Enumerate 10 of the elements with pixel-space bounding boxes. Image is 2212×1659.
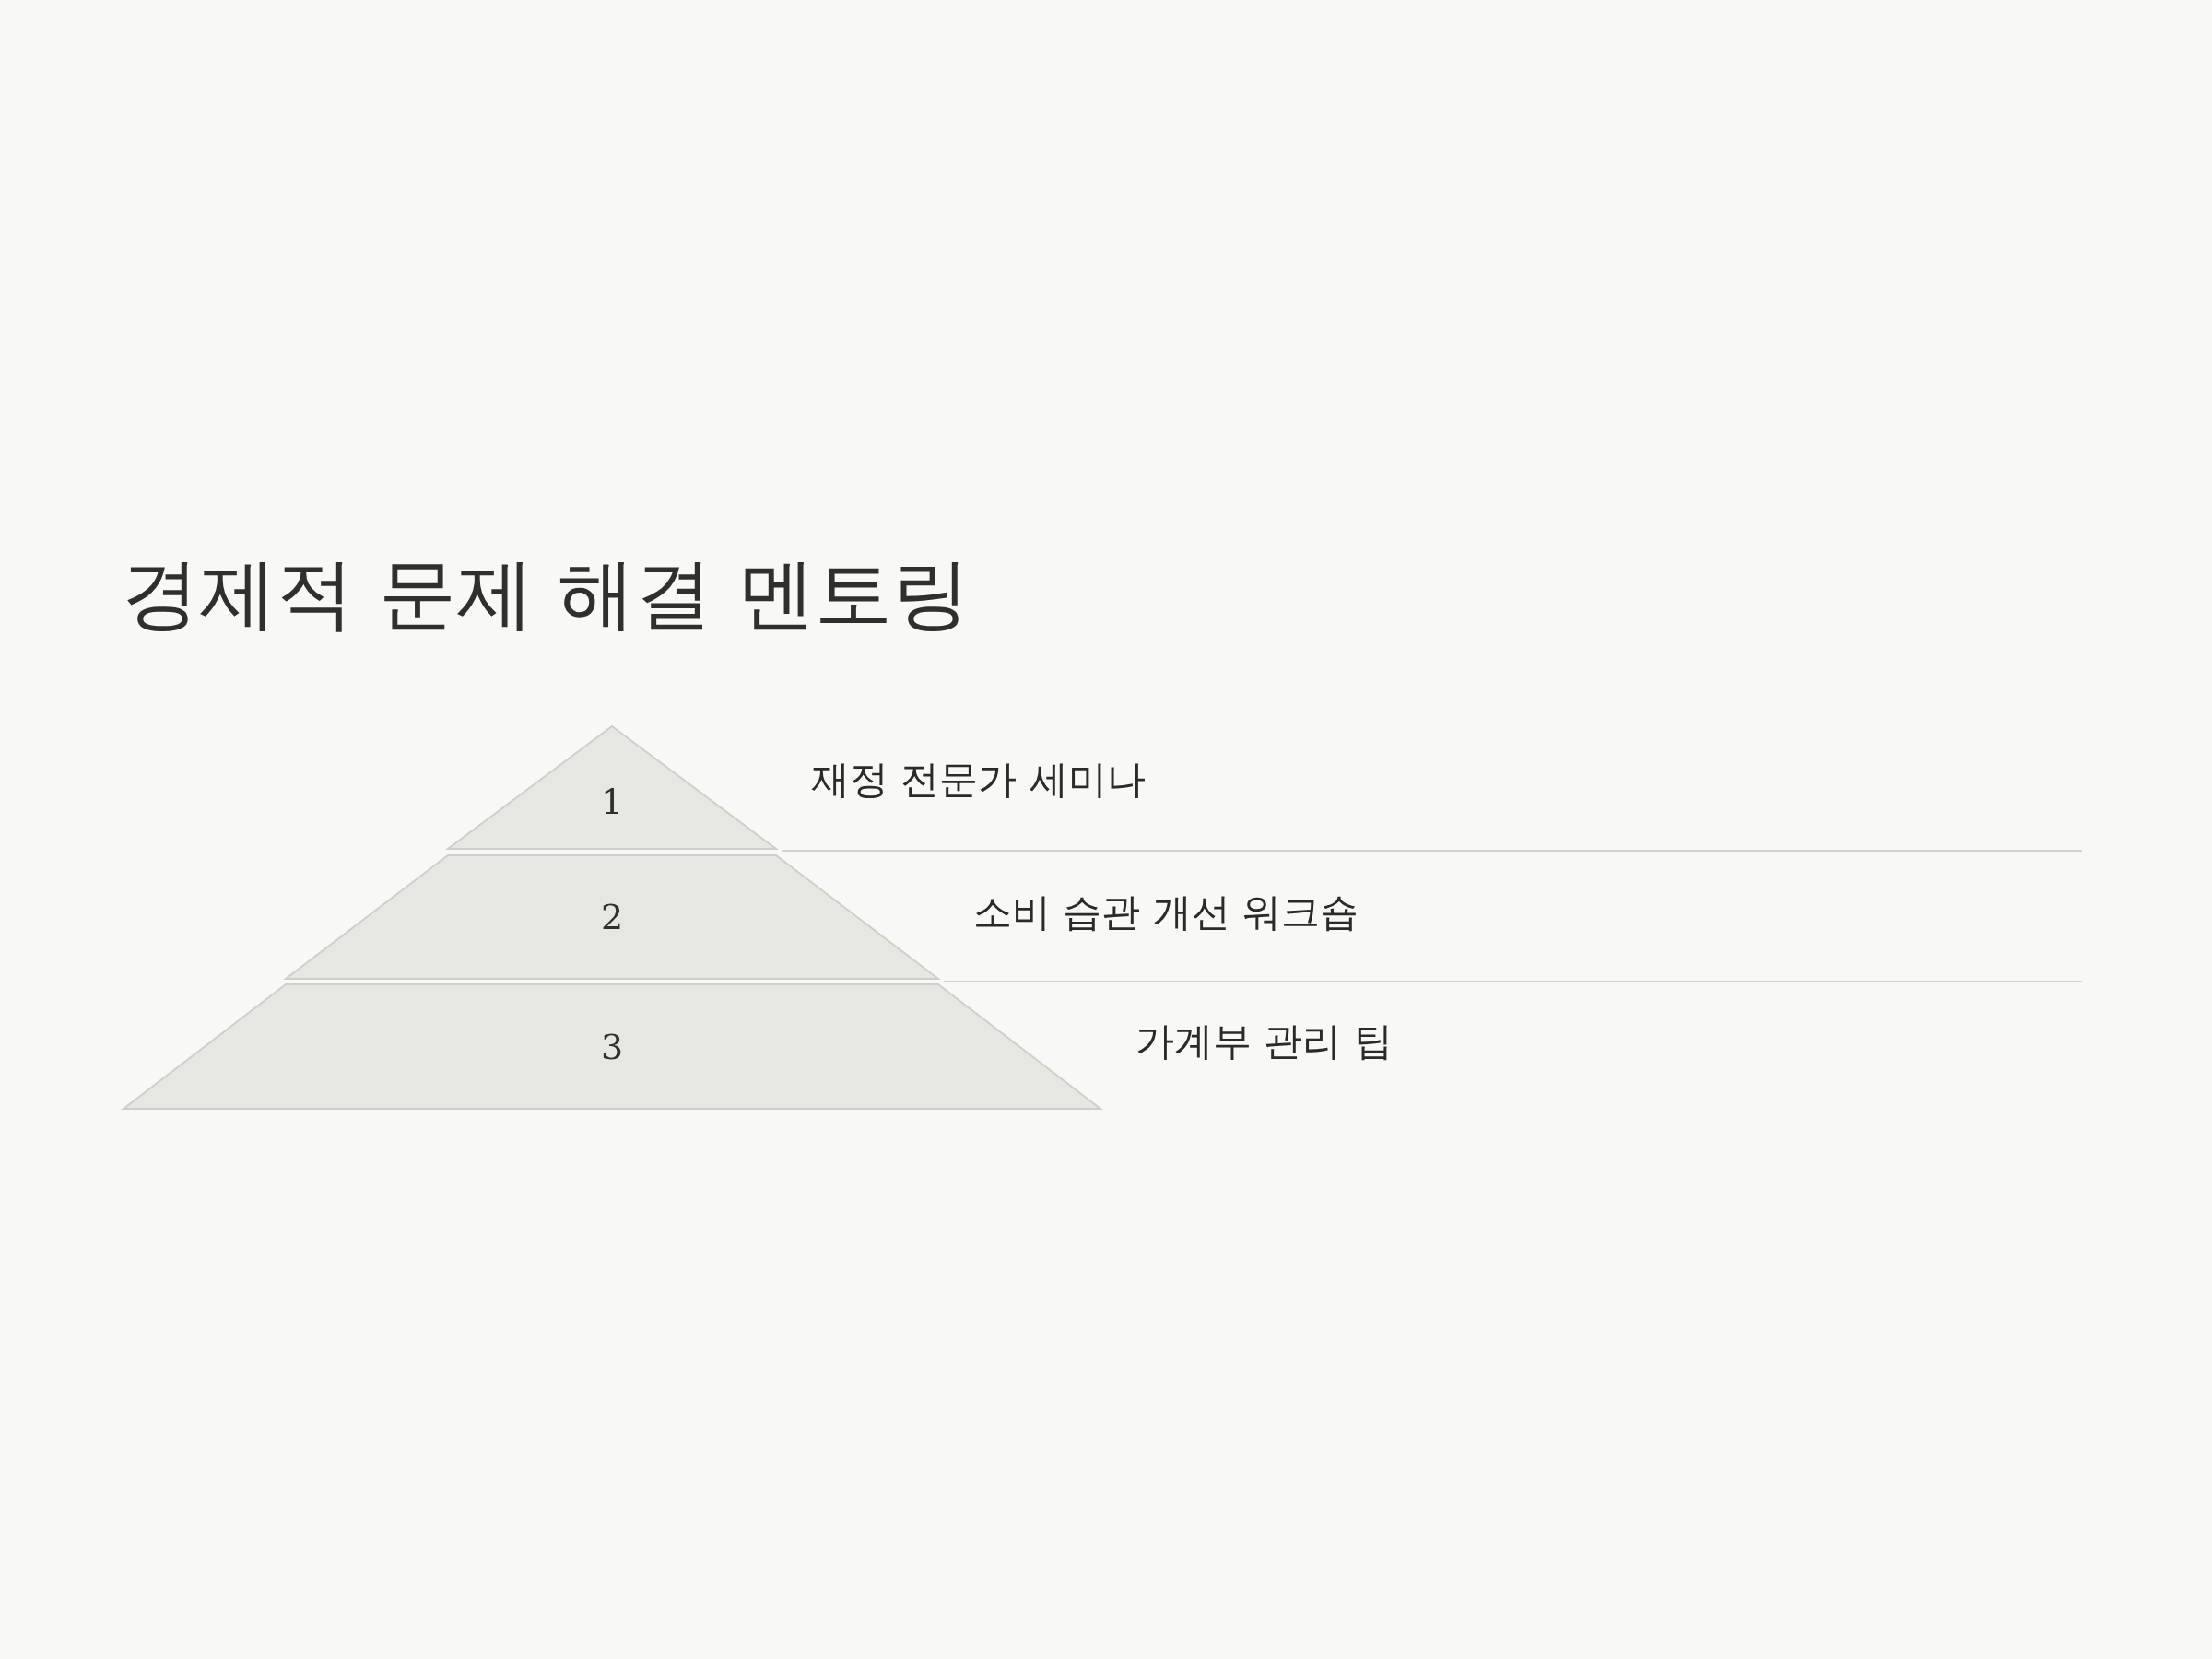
tier-label: 소비 습관 개선 워크숍 [973, 888, 1359, 936]
pyramid-tier [448, 726, 776, 849]
tier-label: 재정 전문가 세미나 [811, 756, 1146, 804]
diagram-title: 경제적 문제 해결 멘토링 [122, 547, 971, 641]
tier-label: 가계부 관리 팁 [1135, 1018, 1393, 1065]
tier-number: 2 [600, 897, 624, 937]
pyramid-tier [286, 855, 938, 979]
tier-number: 1 [600, 782, 624, 823]
tier-number: 3 [600, 1026, 624, 1067]
pyramid-tier [124, 984, 1100, 1109]
